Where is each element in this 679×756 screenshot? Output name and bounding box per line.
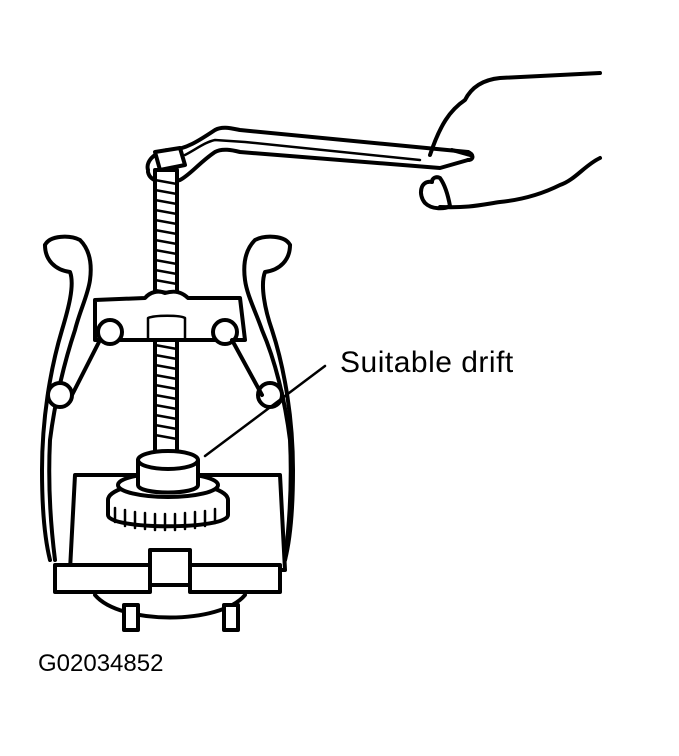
suitable-drift-label: Suitable drift — [340, 346, 514, 379]
puller-yoke-illustration — [46, 289, 284, 409]
callout-leader-line — [203, 364, 327, 458]
figure-id-label: G02034852 — [38, 650, 164, 677]
puller-jaws-illustration — [40, 234, 295, 562]
hand-illustration — [418, 71, 602, 211]
wrench-illustration — [145, 125, 475, 185]
drift-and-ring-illustration — [53, 449, 287, 632]
